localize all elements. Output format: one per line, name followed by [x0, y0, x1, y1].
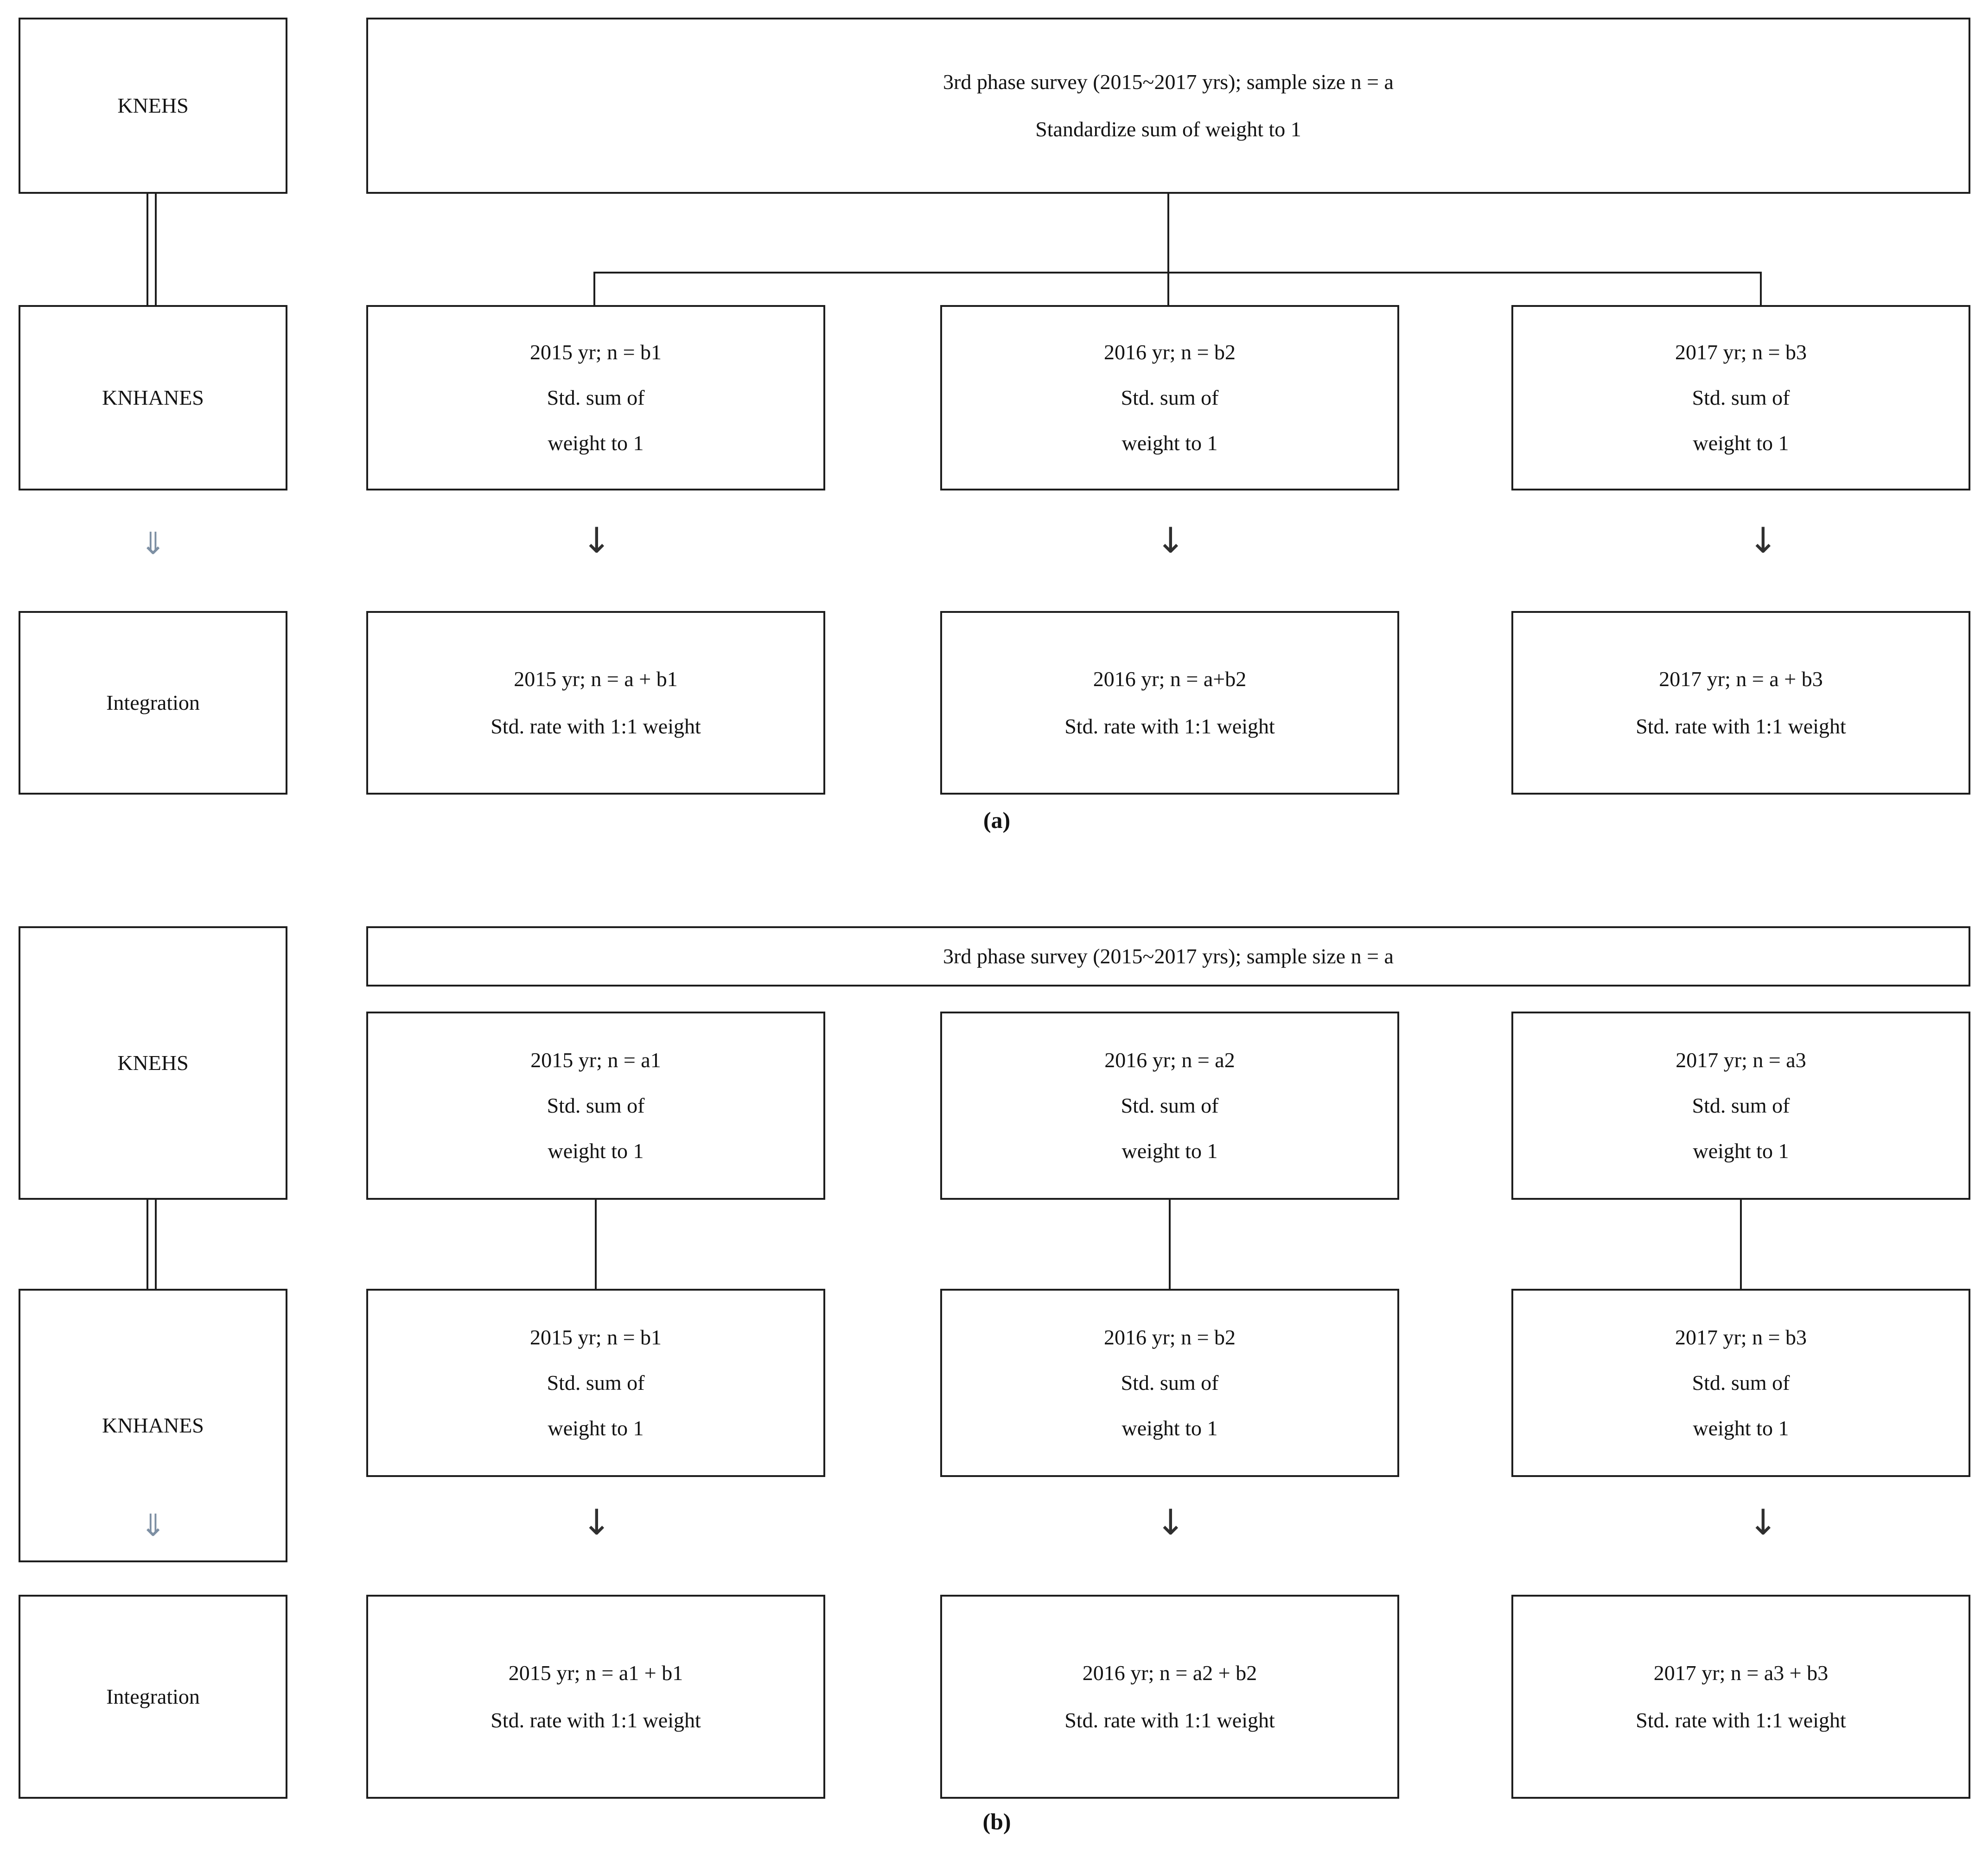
panel-a-down-arrow-column-3: ↓	[1748, 520, 1778, 561]
box-line-1: 2017 yr; n = a + b3	[1659, 667, 1823, 691]
panel-b-integration-2016-box: 2016 yr; n = a2 + b2 Std. rate with 1:1 …	[940, 1595, 1399, 1799]
panel-b-down-arrow-column-2: ↓	[1156, 1502, 1185, 1543]
box-line-2: Std. sum of	[547, 1371, 645, 1394]
panel-b-connector-column-1	[595, 1200, 597, 1289]
panel-b-row-label-knehs: KNEHS	[19, 926, 287, 1200]
panel-a-down-arrow-column-1: ↓	[582, 520, 612, 561]
panel-b-row-label-knhanes: KNHANES	[19, 1289, 287, 1562]
box-line-1: 2015 yr; n = b1	[529, 1325, 662, 1349]
box-line-2: Std. sum of	[1121, 386, 1219, 409]
panel-a-knehs-summary-box: 3rd phase survey (2015~2017 yrs); sample…	[366, 18, 1970, 194]
box-line-3: weight to 1	[1121, 1416, 1218, 1440]
summary-line-1: 3rd phase survey (2015~2017 yrs); sample…	[943, 944, 1394, 968]
box-line-1: 2017 yr; n = b3	[1675, 1325, 1807, 1349]
box-line-3: weight to 1	[1121, 1139, 1218, 1163]
box-line-1: 2015 yr; n = b1	[529, 340, 662, 364]
panel-a-connector-stem	[1167, 194, 1169, 273]
panel-a-row-label-knhanes: KNHANES	[19, 305, 287, 490]
panel-a-connector-drop-2	[1167, 272, 1169, 307]
panel-a-connector-bar	[593, 272, 1762, 274]
box-line-1: 2016 yr; n = a2 + b2	[1082, 1661, 1257, 1685]
panel-b-knehs-summary-box: 3rd phase survey (2015~2017 yrs); sample…	[366, 926, 1970, 987]
box-line-2: Std. sum of	[1121, 1094, 1219, 1117]
box-line-3: weight to 1	[1121, 431, 1218, 455]
panel-b-knehs-2016-box: 2016 yr; n = a2 Std. sum of weight to 1	[940, 1012, 1399, 1200]
panel-b-down-arrow-column-3: ↓	[1748, 1502, 1778, 1543]
box-line-1: 2015 yr; n = a1	[530, 1048, 661, 1072]
panel-a-integration-2017-box: 2017 yr; n = a + b3 Std. rate with 1:1 w…	[1511, 611, 1970, 795]
panel-b-connector-column-2	[1169, 1200, 1171, 1289]
summary-line-2: Standardize sum of weight to 1	[1035, 117, 1301, 141]
panel-b-down-arrow-label-column: ⇓	[140, 1508, 166, 1543]
panel-a-down-arrow-label-column: ⇓	[140, 526, 166, 561]
box-line-2: Std. rate with 1:1 weight	[1636, 714, 1846, 738]
box-line-3: weight to 1	[1693, 1416, 1789, 1440]
box-line-1: 2016 yr; n = a2	[1104, 1048, 1235, 1072]
panel-a-label-double-connector	[147, 194, 157, 305]
panel-a-connector-drop-3	[1760, 272, 1762, 307]
panel-a-integration-2016-box: 2016 yr; n = a+b2 Std. rate with 1:1 wei…	[940, 611, 1399, 795]
panel-b-down-arrow-column-1: ↓	[582, 1502, 612, 1543]
panel-a-connector-drop-1	[593, 272, 595, 307]
panel-a-row-label-knehs: KNEHS	[19, 18, 287, 194]
box-line-2: Std. rate with 1:1 weight	[491, 714, 701, 738]
box-line-1: 2015 yr; n = a1 + b1	[508, 1661, 683, 1685]
box-line-1: 2015 yr; n = a + b1	[514, 667, 678, 691]
box-line-2: Std. sum of	[1121, 1371, 1219, 1394]
box-line-1: 2016 yr; n = b2	[1103, 340, 1236, 364]
box-line-2: Std. sum of	[1692, 1371, 1790, 1394]
box-line-1: 2017 yr; n = a3 + b3	[1653, 1661, 1829, 1685]
row-label-text: Integration	[106, 691, 200, 714]
panel-b-knehs-2015-box: 2015 yr; n = a1 Std. sum of weight to 1	[366, 1012, 825, 1200]
panel-b-caption: (b)	[982, 1808, 1011, 1834]
panel-a-down-arrow-column-2: ↓	[1156, 520, 1185, 561]
panel-a-knhanes-2017-box: 2017 yr; n = b3 Std. sum of weight to 1	[1511, 305, 1970, 490]
box-line-2: Std. rate with 1:1 weight	[491, 1708, 701, 1732]
panel-b-knhanes-2016-box: 2016 yr; n = b2 Std. sum of weight to 1	[940, 1289, 1399, 1477]
panel-a-knhanes-2015-box: 2015 yr; n = b1 Std. sum of weight to 1	[366, 305, 825, 490]
panel-b-integration-2017-box: 2017 yr; n = a3 + b3 Std. rate with 1:1 …	[1511, 1595, 1970, 1799]
box-line-1: 2017 yr; n = a3	[1676, 1048, 1806, 1072]
box-line-3: weight to 1	[1693, 1139, 1789, 1163]
row-label-text: KNHANES	[102, 386, 204, 409]
box-line-2: Std. sum of	[547, 386, 645, 409]
box-line-3: weight to 1	[548, 431, 644, 455]
row-label-text: KNHANES	[102, 1413, 204, 1437]
box-line-2: Std. rate with 1:1 weight	[1064, 714, 1275, 738]
row-label-text: KNEHS	[117, 94, 189, 117]
panel-b-knehs-2017-box: 2017 yr; n = a3 Std. sum of weight to 1	[1511, 1012, 1970, 1200]
panel-b-knhanes-2015-box: 2015 yr; n = b1 Std. sum of weight to 1	[366, 1289, 825, 1477]
box-line-1: 2016 yr; n = b2	[1103, 1325, 1236, 1349]
box-line-1: 2016 yr; n = a+b2	[1093, 667, 1247, 691]
box-line-2: Std. sum of	[547, 1094, 645, 1117]
box-line-2: Std. rate with 1:1 weight	[1636, 1708, 1846, 1732]
panel-b-integration-2015-box: 2015 yr; n = a1 + b1 Std. rate with 1:1 …	[366, 1595, 825, 1799]
box-line-3: weight to 1	[548, 1416, 644, 1440]
panel-a-caption: (a)	[983, 807, 1011, 833]
box-line-2: Std. sum of	[1692, 386, 1790, 409]
box-line-2: Std. sum of	[1692, 1094, 1790, 1117]
panel-b-label-double-connector	[147, 1200, 157, 1289]
row-label-text: KNEHS	[117, 1051, 189, 1075]
box-line-3: weight to 1	[548, 1139, 644, 1163]
row-label-text: Integration	[106, 1685, 200, 1708]
summary-line-1: 3rd phase survey (2015~2017 yrs); sample…	[943, 70, 1394, 94]
box-line-1: 2017 yr; n = b3	[1675, 340, 1807, 364]
panel-a-knhanes-2016-box: 2016 yr; n = b2 Std. sum of weight to 1	[940, 305, 1399, 490]
panel-b-knhanes-2017-box: 2017 yr; n = b3 Std. sum of weight to 1	[1511, 1289, 1970, 1477]
panel-a-row-label-integration: Integration	[19, 611, 287, 795]
box-line-2: Std. rate with 1:1 weight	[1064, 1708, 1275, 1732]
box-line-3: weight to 1	[1693, 431, 1789, 455]
panel-b-row-label-integration: Integration	[19, 1595, 287, 1799]
panel-a-integration-2015-box: 2015 yr; n = a + b1 Std. rate with 1:1 w…	[366, 611, 825, 795]
panel-b-connector-column-3	[1740, 1200, 1742, 1289]
